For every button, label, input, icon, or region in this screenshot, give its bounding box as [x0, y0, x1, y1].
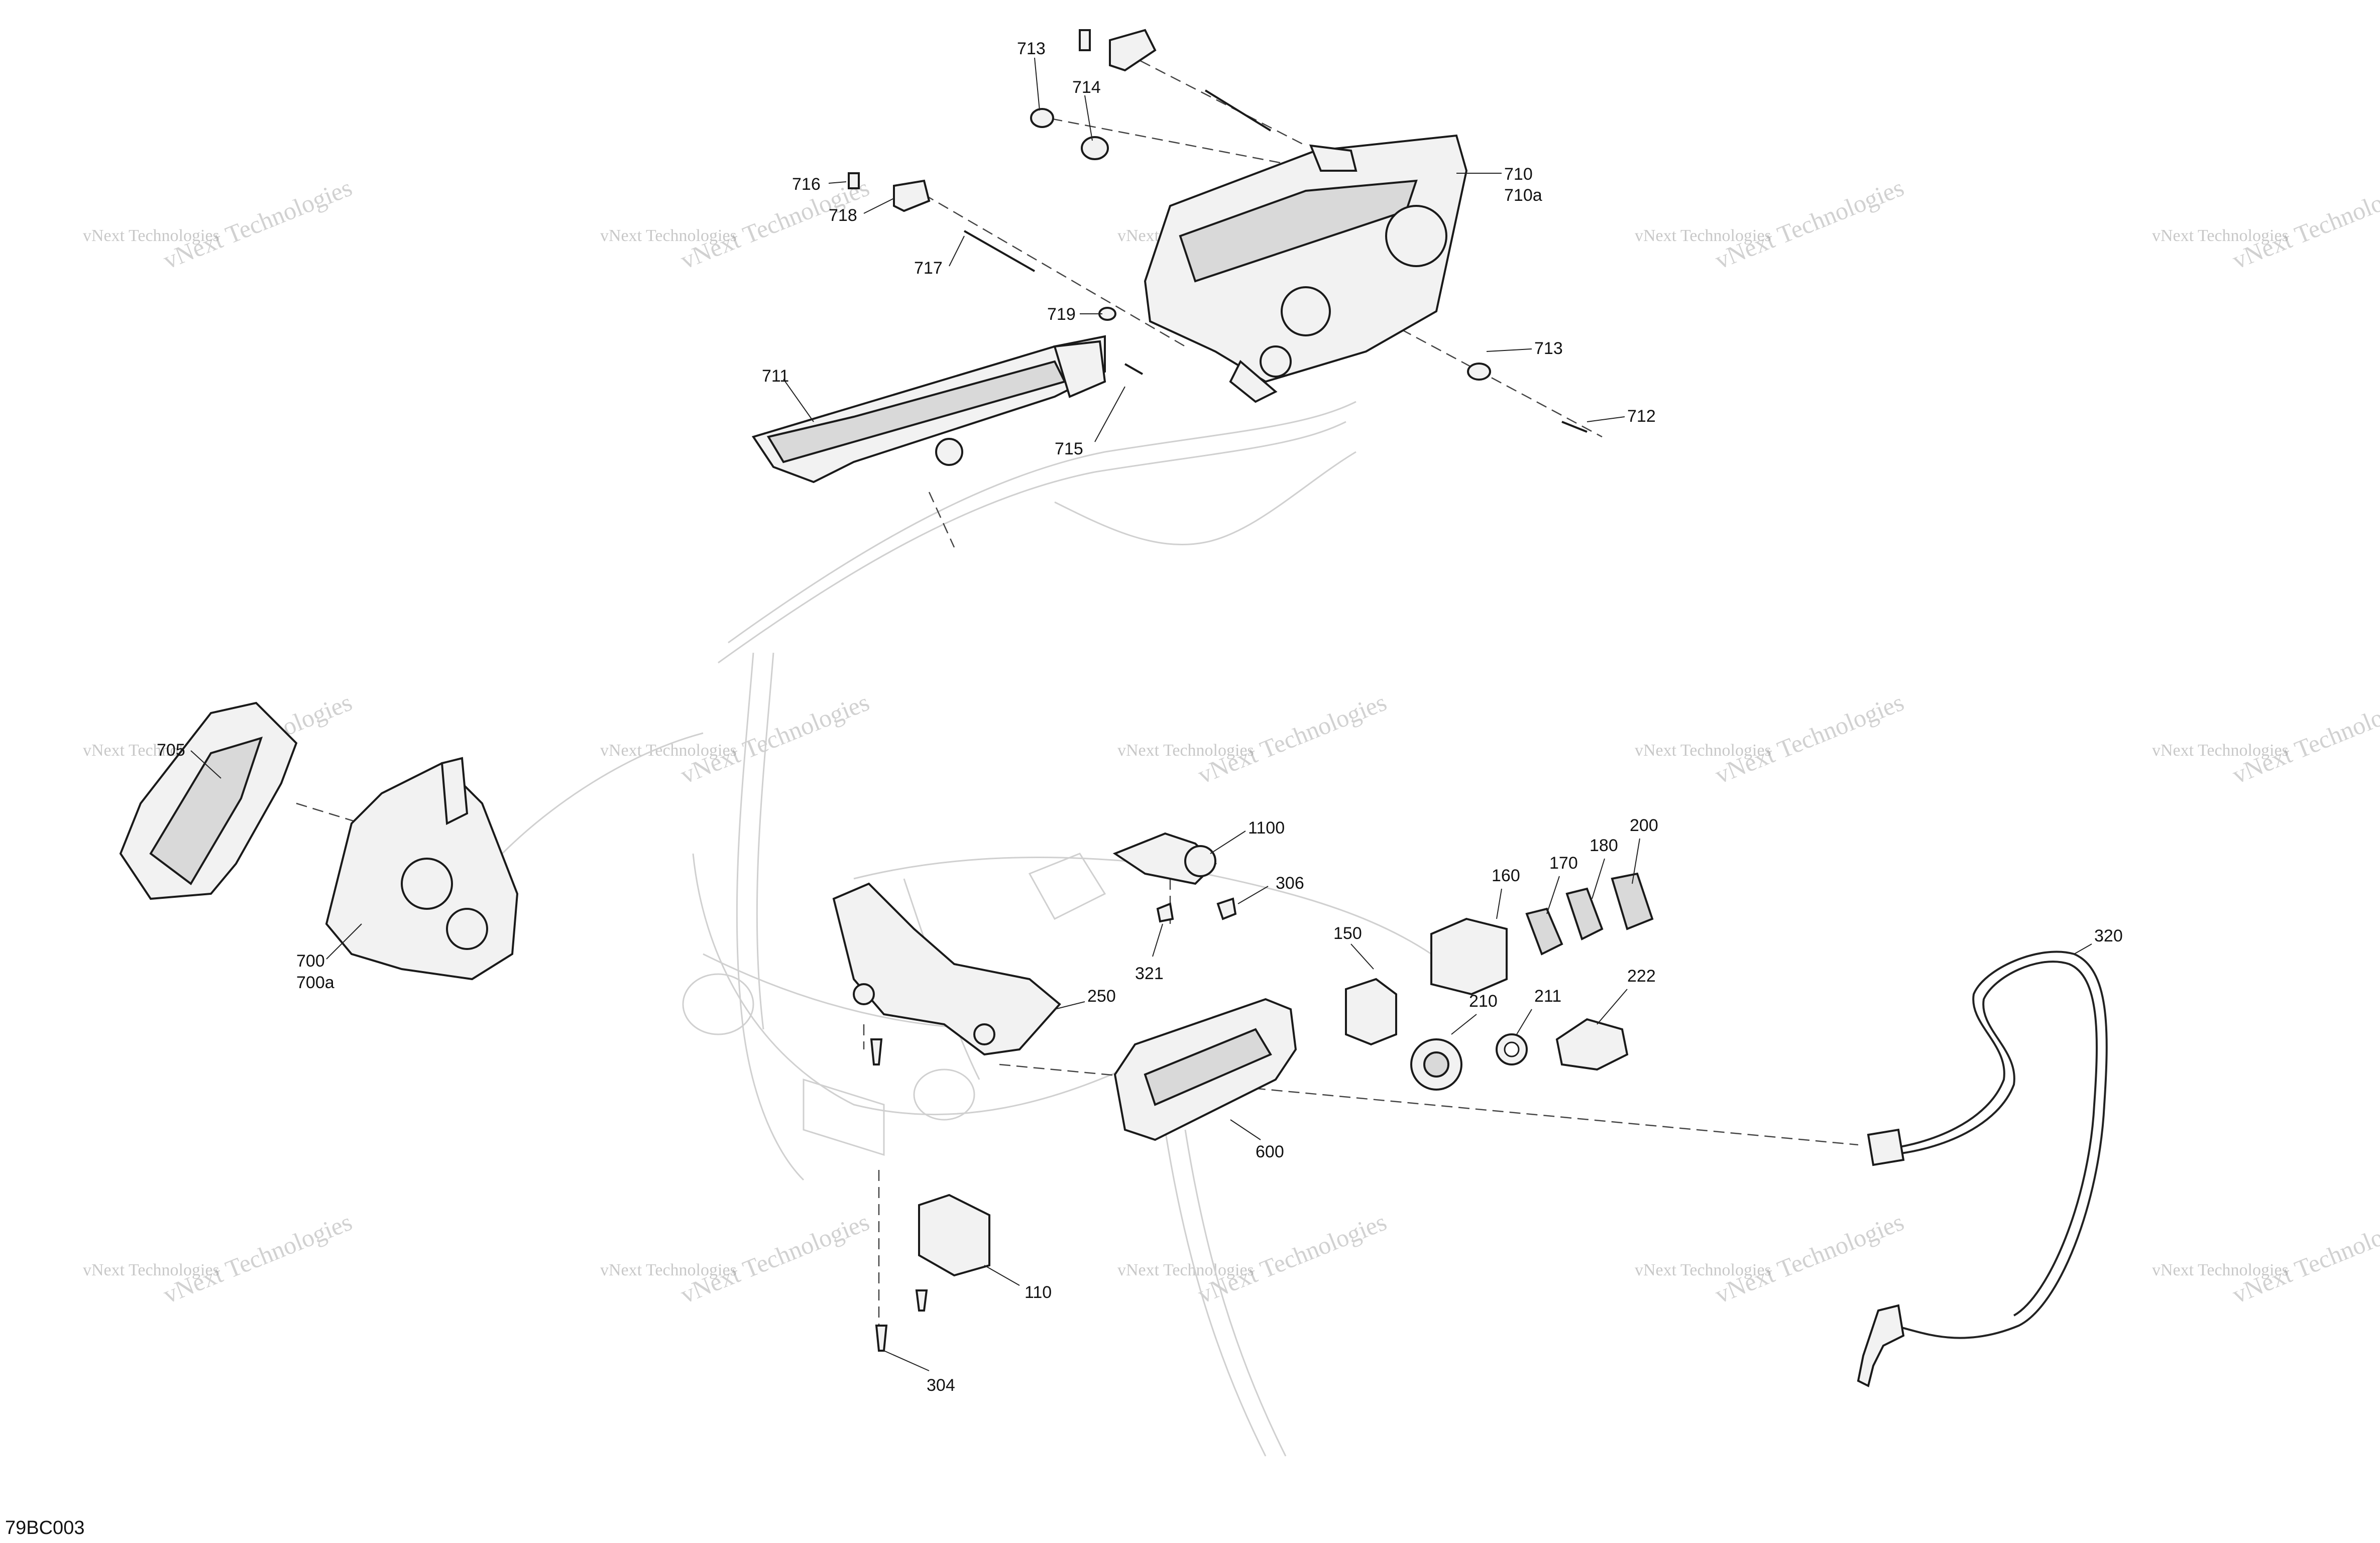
watermark-line2: vNext Technologies: [2228, 1208, 2380, 1309]
callout-719: 719: [1047, 305, 1076, 324]
callout-250: 250: [1087, 987, 1116, 1006]
callout-321: 321: [1135, 964, 1164, 983]
callout-320: 320: [2094, 926, 2123, 945]
callout-713-top: 713: [1017, 39, 1046, 58]
callout-150: 150: [1333, 924, 1362, 943]
nut-211: [1496, 1033, 1528, 1065]
callout-711: 711: [762, 367, 789, 386]
callout-210: 210: [1469, 992, 1498, 1011]
switch-110: [918, 1194, 990, 1277]
callout-110: 110: [1025, 1283, 1052, 1302]
switch-150: [1345, 978, 1397, 1046]
callout-306: 306: [1276, 874, 1304, 893]
callout-716: 716: [792, 175, 821, 194]
watermark-line1: vNext Technologies: [600, 1261, 737, 1279]
watermark-line2: vNext Technologies: [1711, 688, 1908, 789]
watermark-line2: vNext Technologies: [2228, 688, 2380, 789]
knob-210: [1410, 1038, 1462, 1091]
watermark-line2: vNext Technologies: [1711, 1208, 1908, 1309]
headlight-700: [325, 757, 519, 981]
callout-180: 180: [1590, 836, 1618, 855]
callout-700a: 700a: [296, 973, 334, 992]
callout-712: 712: [1627, 407, 1656, 426]
watermark-line1: vNext Technologies: [2152, 741, 2289, 760]
cover-170: [1525, 907, 1563, 956]
callout-700: 700: [296, 952, 325, 971]
watermark-line1: vNext Technologies: [2152, 226, 2289, 245]
switch-160: [1430, 917, 1508, 996]
socket-1100: [1112, 832, 1217, 885]
watermark-line1: vNext Technologies: [1635, 741, 1771, 760]
callout-715: 715: [1055, 439, 1083, 458]
diagram-code: 79BC003: [5, 1517, 84, 1538]
gauge-housing-710: [1144, 134, 1468, 403]
callout-600: 600: [1256, 1142, 1284, 1161]
watermark-line1: vNext Technologies: [1635, 1261, 1771, 1279]
callout-222: 222: [1627, 967, 1656, 986]
callout-713-right: 713: [1534, 339, 1563, 358]
callout-170: 170: [1549, 854, 1578, 873]
watermark-line2: vNext Technologies: [676, 1208, 873, 1309]
watermark-line2: vNext Technologies: [676, 688, 873, 789]
hardware-top: [848, 29, 1588, 433]
callout-200: 200: [1630, 816, 1658, 835]
callout-layer: 713 714 716 718 717 719 710 710a 713 712…: [157, 39, 2123, 1395]
callout-211: 211: [1534, 987, 1561, 1006]
harness-320: [1857, 951, 2108, 1387]
knob-222: [1555, 1018, 1629, 1071]
callout-718: 718: [829, 206, 857, 225]
watermark-line1: vNext Technologies: [2152, 1261, 2289, 1279]
watermark-line1: vNext Technologies: [83, 1261, 219, 1279]
callout-714: 714: [1072, 78, 1101, 97]
watermark-line1: vNext Technologies: [1117, 1261, 1254, 1279]
watermark-line2: vNext Technologies: [1194, 1208, 1391, 1309]
watermark-line2: vNext Technologies: [159, 173, 356, 275]
callout-710: 710: [1504, 165, 1533, 184]
callout-705: 705: [157, 741, 185, 760]
bracket-711: [751, 335, 1106, 484]
callout-710a: 710a: [1504, 186, 1542, 205]
gauge-cluster-600: [1113, 998, 1297, 1141]
watermark-line1: vNext Technologies: [600, 226, 737, 245]
headlight-705: [119, 701, 298, 900]
watermark-line2: vNext Technologies: [2228, 173, 2380, 275]
watermark-line2: vNext Technologies: [159, 1208, 356, 1309]
callout-717: 717: [914, 259, 943, 278]
watermark-line2: vNext Technologies: [1194, 688, 1391, 789]
watermark-line1: vNext Technologies: [83, 226, 219, 245]
frame-ghost: [501, 401, 1432, 1457]
cover-180: [1565, 887, 1604, 940]
watermark-line1: vNext Technologies: [1635, 226, 1771, 245]
bracket-250: [832, 882, 1061, 1056]
callout-1100: 1100: [1248, 818, 1285, 838]
cover-200: [1611, 872, 1654, 930]
leader-lines: [190, 57, 2092, 1371]
assembly-lines: [296, 44, 1859, 1336]
watermark-line2: vNext Technologies: [1711, 173, 1908, 275]
callout-160: 160: [1492, 866, 1520, 885]
watermark-line1: vNext Technologies: [1117, 741, 1254, 760]
callout-304: 304: [927, 1376, 955, 1395]
